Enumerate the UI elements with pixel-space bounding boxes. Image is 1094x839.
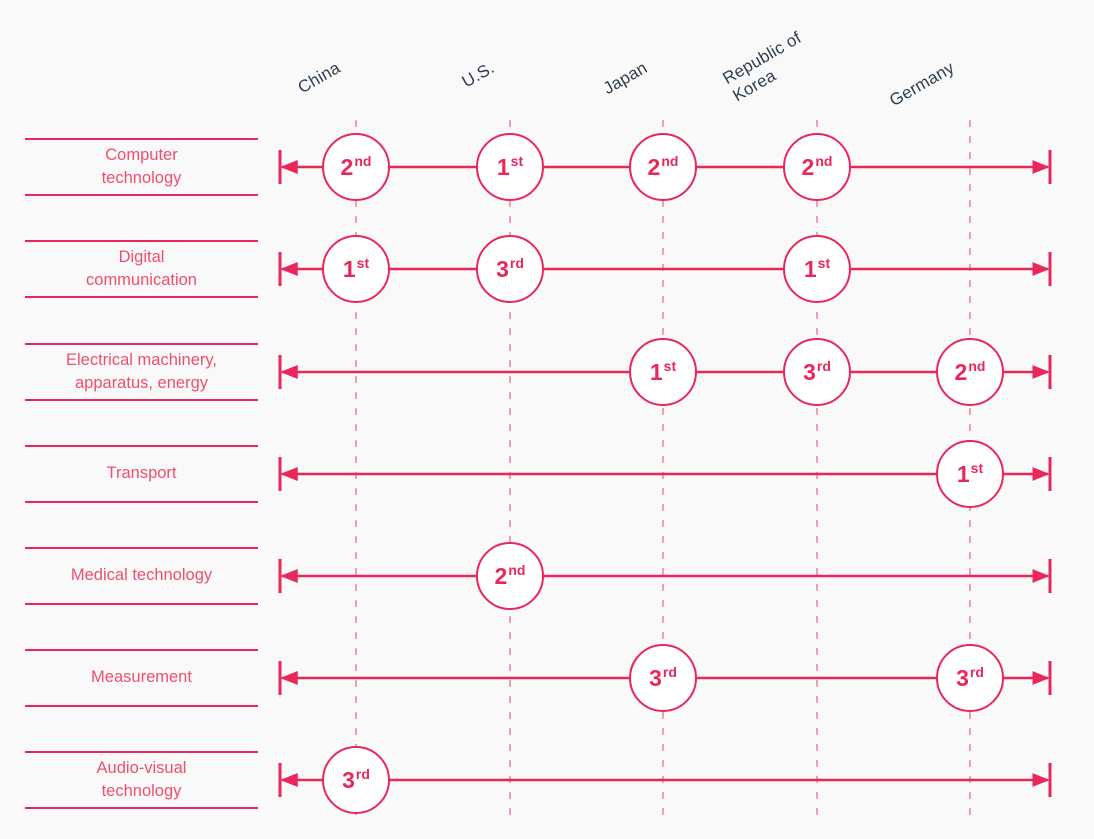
rank-number: 2	[954, 358, 968, 385]
row-label-2: Electrical machinery, apparatus, energy	[25, 343, 258, 401]
rank-suffix: st	[663, 357, 677, 374]
row-label-text: Electrical machinery, apparatus, energy	[66, 350, 217, 392]
rank-suffix: st	[970, 459, 984, 476]
row-label-text: Computer technology	[101, 145, 182, 187]
row-label-5: Measurement	[25, 649, 258, 707]
row-label-text: Audio-visual technology	[96, 758, 187, 800]
row-label-0: Computer technology	[25, 138, 258, 196]
rank-number: 2	[494, 562, 508, 589]
rank-suffix: rd	[662, 663, 677, 680]
rank-suffix: nd	[354, 152, 372, 169]
row-label-3: Transport	[25, 445, 258, 503]
rank-number: 2	[340, 153, 354, 180]
row-label-text: Medical technology	[70, 566, 213, 585]
rank-suffix: rd	[355, 765, 370, 782]
rank-suffix: nd	[968, 357, 986, 374]
rank-number: 3	[956, 664, 969, 691]
rank-number: 3	[649, 664, 662, 691]
axis-row-4	[278, 559, 1052, 593]
rank-suffix: nd	[815, 152, 833, 169]
row-label-text: Measurement	[91, 668, 192, 687]
row-label-text: Digital communication	[86, 247, 197, 289]
rank-number: 1	[803, 255, 817, 282]
rank-number: 1	[649, 358, 663, 385]
rank-number: 1	[956, 460, 970, 487]
rank-suffix: st	[510, 152, 524, 169]
column-header-2: Japan	[600, 58, 651, 99]
rank-number: 3	[496, 255, 509, 282]
row-label-6: Audio-visual technology	[25, 751, 258, 809]
rank-suffix: rd	[509, 254, 524, 271]
rank-number: 2	[801, 153, 815, 180]
rank-suffix: rd	[969, 663, 984, 680]
rank-suffix: nd	[661, 152, 679, 169]
column-header-4: Germany	[886, 58, 958, 111]
column-header-1: U.S.	[458, 58, 498, 92]
axis-row-6	[278, 763, 1052, 797]
column-header-3: Republic of Korea	[719, 28, 805, 106]
row-label-4: Medical technology	[25, 547, 258, 605]
column-header-0: China	[294, 58, 344, 98]
axis-row-1	[278, 252, 1052, 286]
rank-suffix: st	[817, 254, 831, 271]
rank-number: 2	[647, 153, 661, 180]
axis-row-3	[278, 457, 1052, 491]
rank-number: 3	[803, 358, 816, 385]
row-label-text: Transport	[106, 464, 177, 483]
rank-suffix: st	[356, 254, 370, 271]
rank-number: 3	[342, 766, 355, 793]
rank-suffix: nd	[508, 561, 526, 578]
rank-number: 1	[496, 153, 510, 180]
rank-number: 1	[342, 255, 356, 282]
row-label-1: Digital communication	[25, 240, 258, 298]
rank-suffix: rd	[816, 357, 831, 374]
